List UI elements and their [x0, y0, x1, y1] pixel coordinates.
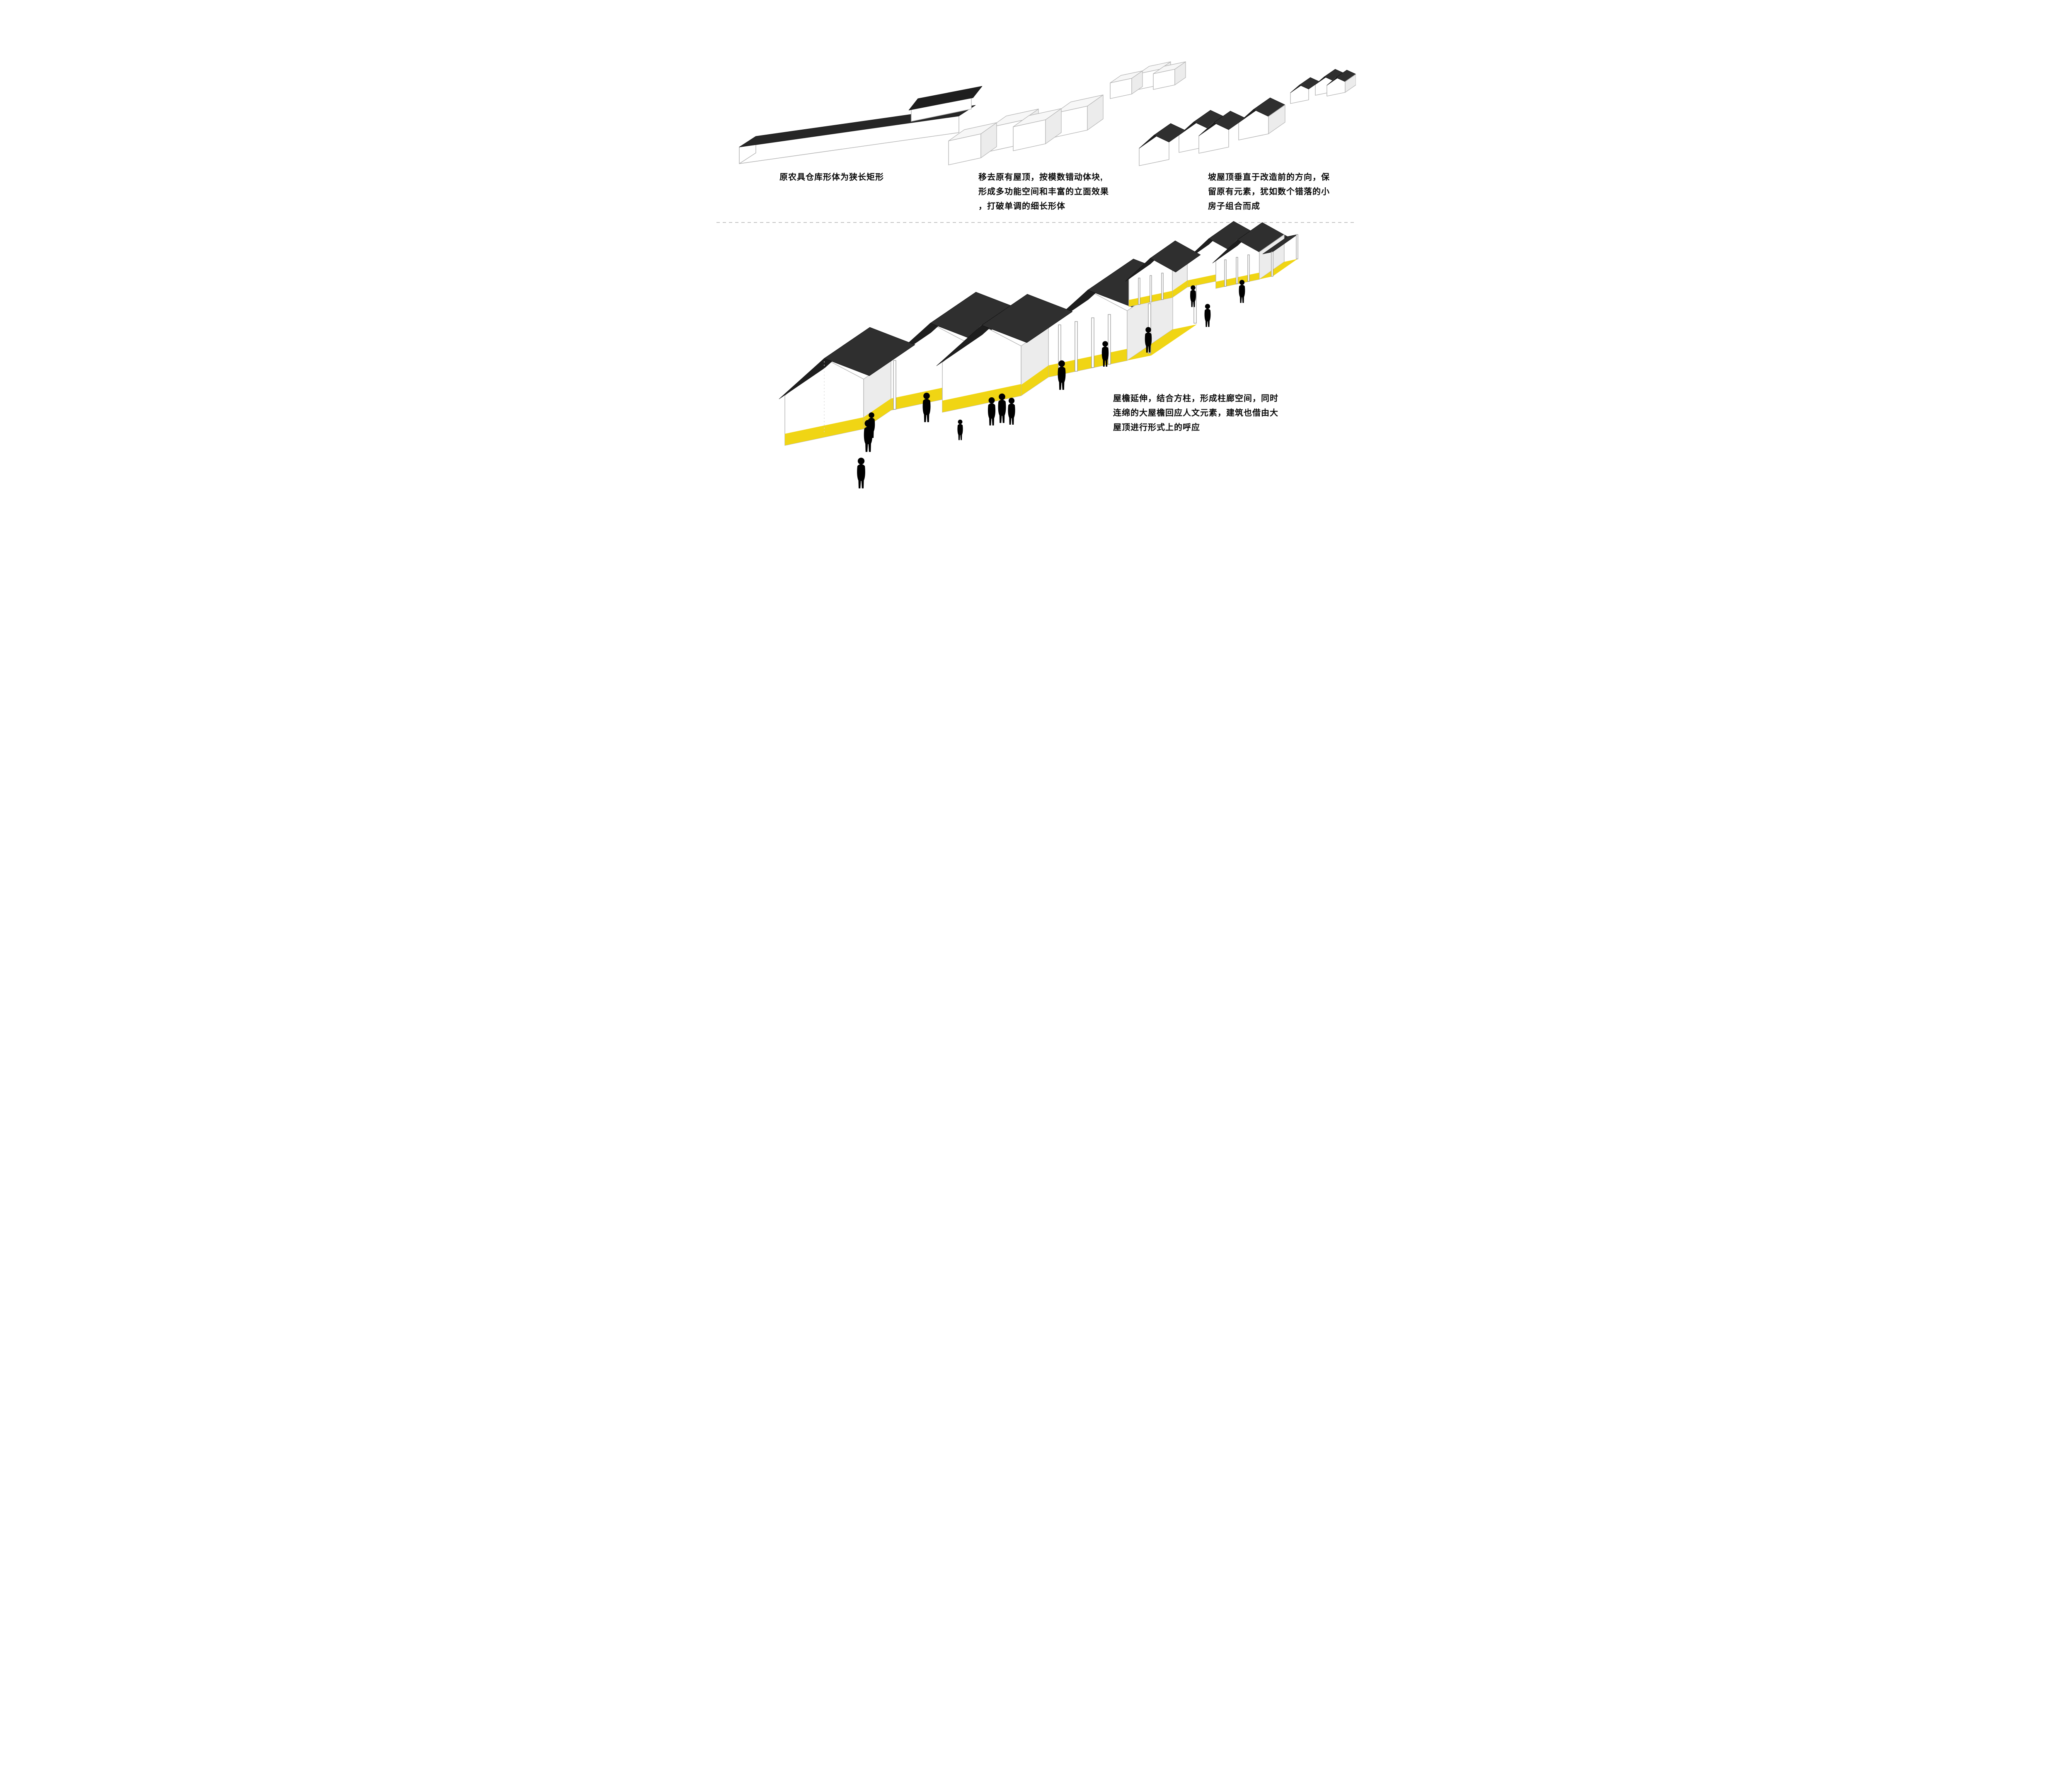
house-roof-far	[1213, 111, 1245, 130]
person-silhouette	[988, 397, 995, 426]
caption-step-1: 原农具仓库形体为狭长矩形	[779, 172, 884, 182]
porch-column	[1235, 257, 1238, 284]
person-silhouette	[998, 393, 1006, 423]
step2-removed-roof-piece	[908, 86, 982, 122]
house-roof-far	[1154, 123, 1186, 143]
porch-column	[1091, 317, 1094, 368]
block-top	[1054, 94, 1104, 114]
porch-column	[1224, 259, 1227, 287]
step3-pitched-roof-houses	[1138, 97, 1285, 166]
porch-yellow-floor	[1127, 324, 1197, 360]
porch-column	[1161, 273, 1164, 300]
step2-dark-roof	[908, 86, 982, 111]
caption-step-2-line-2: 形成多功能空间和丰富的立面效果	[978, 186, 1109, 196]
house-roof-far	[1336, 70, 1356, 82]
block-top	[1138, 61, 1171, 74]
porch-column	[1271, 251, 1273, 277]
person-silhouette	[1204, 304, 1210, 327]
caption-step-4-line-1: 屋檐延伸，结合方柱，形成柱廊空间，同时	[1113, 393, 1278, 403]
person-silhouette	[1007, 398, 1015, 425]
block-top	[1109, 70, 1143, 83]
diagram-page: 原农具仓库形体为狭长矩形 移去原有屋顶，按模数错动体块, 形成多功能空间和丰富的…	[716, 0, 1356, 502]
yellow-floor-band	[1172, 280, 1187, 297]
bay-roof-far	[1150, 240, 1201, 273]
block-top	[1152, 61, 1186, 74]
porch-yellow-floor	[1259, 259, 1297, 279]
yellow-floor-band	[942, 384, 1021, 412]
porch-column	[1149, 275, 1152, 302]
caption-step-3-line-1: 坡屋顶垂直于改造前的方向，保	[1208, 172, 1330, 182]
final-building-large	[779, 259, 1197, 488]
final-building-small	[1125, 221, 1298, 327]
step3-staggered-blocks-small	[1109, 61, 1186, 99]
caption-step-2-line-1: 移去原有屋顶，按模数错动体块,	[978, 172, 1103, 182]
house-end-wall	[1268, 104, 1285, 134]
person-silhouette	[857, 457, 865, 488]
porch-column	[893, 360, 896, 410]
person-silhouette	[957, 419, 963, 440]
porch-column	[1247, 254, 1250, 282]
caption-step-4-line-3: 屋顶进行形式上的呼应	[1113, 422, 1200, 432]
yellow-floor-band	[1021, 365, 1048, 396]
porch-column	[1074, 321, 1078, 372]
porch-column	[1138, 278, 1140, 305]
porch-column	[1107, 314, 1111, 365]
bay-roof-far	[824, 327, 915, 376]
person-silhouette	[1058, 360, 1065, 390]
block-top	[1012, 108, 1062, 127]
block-top	[990, 109, 1039, 128]
block-top	[948, 122, 997, 141]
house-end-wall	[1344, 74, 1356, 93]
architecture-massing-diagram: 原农具仓库形体为狭长矩形 移去原有屋顶，按模数错动体块, 形成多功能空间和丰富的…	[716, 0, 1356, 502]
caption-step-3-line-2: 留原有元素，犹如数个错落的小	[1208, 186, 1330, 196]
step4-final-massing-mini	[1290, 69, 1356, 104]
person-silhouette	[1239, 280, 1245, 303]
person-silhouette	[922, 392, 930, 422]
porch-column	[1295, 234, 1298, 259]
caption-step-3-line-3: 房子组合而成	[1208, 201, 1260, 211]
step2-staggered-blocks	[948, 94, 1104, 165]
caption-step-4-line-2: 连绵的大屋檐回应人文元素，建筑也借由大	[1113, 408, 1278, 418]
bay-roof-far	[981, 294, 1072, 343]
caption-step-2-line-3: ，打破单调的细长形体	[978, 201, 1065, 211]
house-roof-far	[1299, 77, 1319, 89]
